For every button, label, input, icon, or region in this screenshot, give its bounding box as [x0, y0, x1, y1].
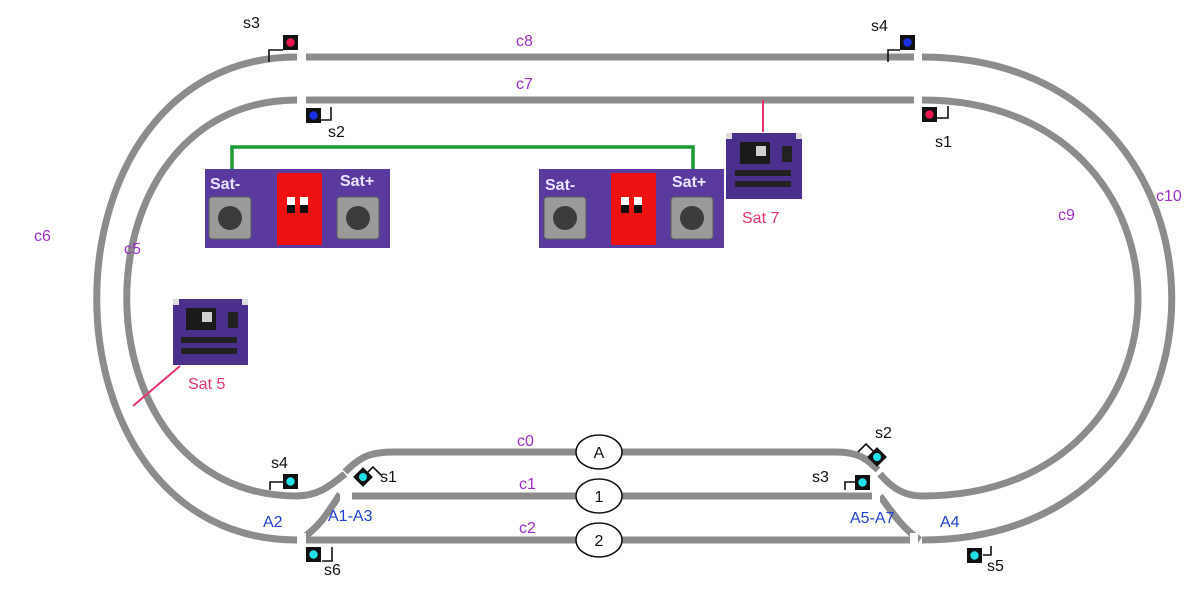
button-board-right: Sat- Sat+	[539, 169, 724, 248]
station-markers: A 1 2	[575, 434, 623, 558]
sat5-wire	[132, 365, 181, 407]
signal-lower-s4: s4	[269, 455, 298, 490]
label-c9: c9	[1058, 207, 1075, 224]
track-c5	[123, 96, 298, 500]
turnout-labels: A2 A1-A3 A5-A7 A4	[263, 508, 960, 531]
label-turnout-a4: A4	[940, 514, 960, 531]
signal-label-upper-s4: s4	[871, 18, 888, 35]
label-turnout-a5-a7: A5-A7	[850, 510, 895, 527]
label-c8: c8	[516, 33, 533, 50]
station-marker-1	[575, 478, 623, 514]
sat7-label: Sat 7	[742, 210, 779, 227]
station-label-a: A	[594, 445, 605, 462]
signal-label-lower-s3: s3	[812, 469, 829, 486]
label-c10: c10	[1156, 188, 1182, 205]
signal-lower-s5: s5	[967, 546, 1004, 575]
track-gaps	[298, 50, 922, 547]
track-c10	[921, 53, 1176, 544]
track-network	[93, 50, 1176, 547]
signal-label-lower-s5: s5	[987, 558, 1004, 575]
signal-lower-s2: s2	[857, 425, 892, 467]
board-left-sat-minus: Sat-	[210, 176, 240, 193]
label-turnout-a1-a3: A1-A3	[328, 508, 373, 525]
signal-lower-s3: s3	[812, 469, 870, 490]
signal-lower-s6: s6	[306, 547, 341, 579]
label-turnout-a2: A2	[263, 514, 283, 531]
station-marker-a	[575, 434, 623, 470]
button-board-left: Sat- Sat+	[205, 169, 390, 248]
signal-label-upper-s2: s2	[328, 124, 345, 141]
signal-upper-s1: s1	[922, 106, 952, 151]
station-label-1: 1	[595, 489, 604, 506]
label-c7: c7	[516, 76, 533, 93]
station-label-2: 2	[595, 533, 604, 550]
signal-label-lower-s1: s1	[380, 469, 397, 486]
signal-upper-s4: s4	[871, 18, 915, 62]
track-c6	[93, 53, 298, 544]
signal-label-lower-s4: s4	[271, 455, 288, 472]
signal-label-upper-s3: s3	[243, 15, 260, 32]
label-c1: c1	[519, 476, 536, 493]
signal-upper-s2: s2	[306, 107, 345, 141]
track-c9	[921, 96, 1142, 500]
signal-upper-s3: s3	[243, 15, 298, 62]
track-labels: c8 c7 c6 c5 c9 c10 c0 c1 c2	[34, 33, 1182, 537]
signal-lower-s1: s1	[353, 465, 397, 487]
signal-label-lower-s6: s6	[324, 562, 341, 579]
label-c5: c5	[124, 241, 141, 258]
board-right-sat-plus: Sat+	[672, 174, 706, 191]
label-c2: c2	[519, 520, 536, 537]
signal-label-lower-s2: s2	[875, 425, 892, 442]
track-turnout-a2	[295, 471, 348, 500]
satellite-board-7: Sat 7	[726, 133, 802, 227]
signals: s3 s4 s2 s1 s4	[243, 15, 1004, 579]
signal-label-upper-s1: s1	[935, 134, 952, 151]
station-marker-2	[575, 522, 623, 558]
satellite-board-5: Sat 5	[173, 299, 248, 393]
sat5-label: Sat 5	[188, 376, 225, 393]
label-c6: c6	[34, 228, 51, 245]
board-right-sat-minus: Sat-	[545, 177, 575, 194]
board-left-sat-plus: Sat+	[340, 173, 374, 190]
track-turnout-a5-a7	[877, 471, 923, 500]
label-c0: c0	[517, 433, 534, 450]
